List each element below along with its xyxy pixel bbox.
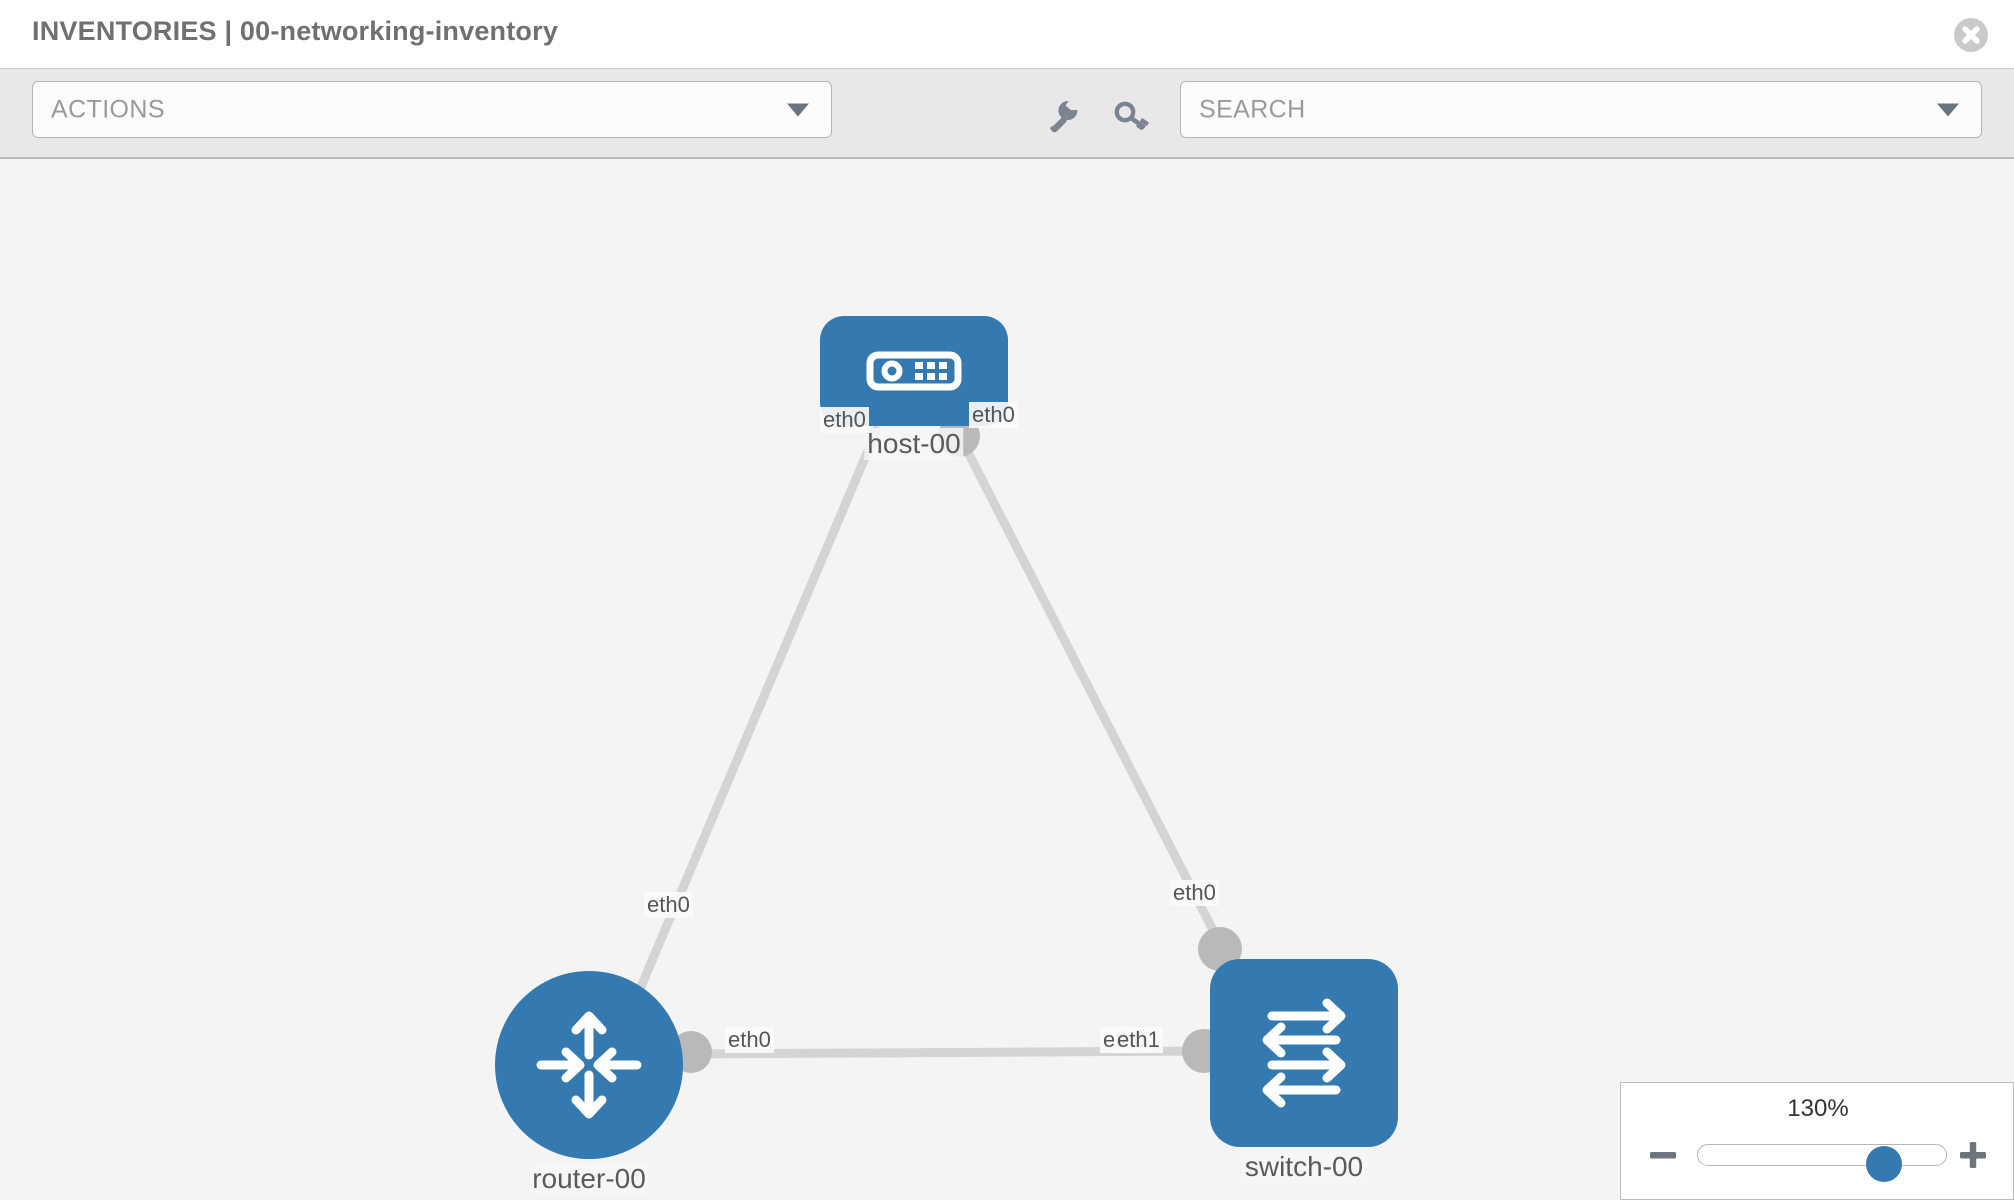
switch-node-shape — [1210, 959, 1398, 1147]
edge-label-switch-left-eth1: eth1 — [1114, 1027, 1163, 1053]
router-node-shape — [495, 971, 683, 1159]
wrench-icon[interactable] — [1043, 97, 1083, 137]
page-title: INVENTORIES | 00-networking-inventory — [32, 16, 559, 46]
node-router-00[interactable]: router-00 — [495, 971, 683, 1195]
search-input[interactable]: SEARCH — [1180, 81, 1982, 138]
chevron-down-icon — [787, 103, 809, 116]
actions-dropdown[interactable]: ACTIONS — [32, 81, 832, 138]
link-host-switch — [950, 424, 1237, 970]
zoom-slider-track[interactable] — [1697, 1144, 1947, 1182]
zoom-slider-row — [1621, 1135, 2014, 1182]
zoom-slider-thumb[interactable] — [1866, 1146, 1902, 1182]
node-switch-00[interactable]: switch-00 — [1210, 959, 1398, 1183]
node-label-router-00: router-00 — [529, 1163, 649, 1195]
zoom-control-panel: 130% — [1620, 1082, 2014, 1200]
edge-label-host-right-eth0: eth0 — [969, 402, 1018, 428]
close-icon[interactable] — [1954, 18, 1988, 52]
title-bar: INVENTORIES | 00-networking-inventory — [0, 0, 2014, 68]
toolbar: ACTIONS SEARCH — [0, 68, 2014, 159]
actions-dropdown-label: ACTIONS — [51, 95, 165, 123]
server-icon — [866, 351, 962, 391]
edge-label-host-left-eth0: eth0 — [820, 407, 869, 433]
edge-label-router-right-eth0: eth0 — [725, 1027, 774, 1053]
node-label-host-00: host-00 — [864, 428, 964, 460]
zoom-out-button[interactable] — [1647, 1139, 1679, 1171]
router-arrows-icon — [536, 1011, 642, 1119]
edge-label-switch-up-eth0: eth0 — [1170, 880, 1219, 906]
edge-label-router-up-eth0: eth0 — [644, 892, 693, 918]
search-placeholder: SEARCH — [1199, 95, 1306, 123]
topology-canvas[interactable]: host-00 — [0, 159, 2014, 1200]
zoom-level-value: 130% — [1787, 1095, 1849, 1122]
chevron-down-icon — [1937, 103, 1959, 116]
switch-arrows-icon — [1262, 998, 1346, 1108]
node-label-switch-00: switch-00 — [1241, 1151, 1367, 1183]
zoom-in-button[interactable] — [1957, 1139, 1989, 1171]
key-icon[interactable] — [1111, 97, 1151, 137]
